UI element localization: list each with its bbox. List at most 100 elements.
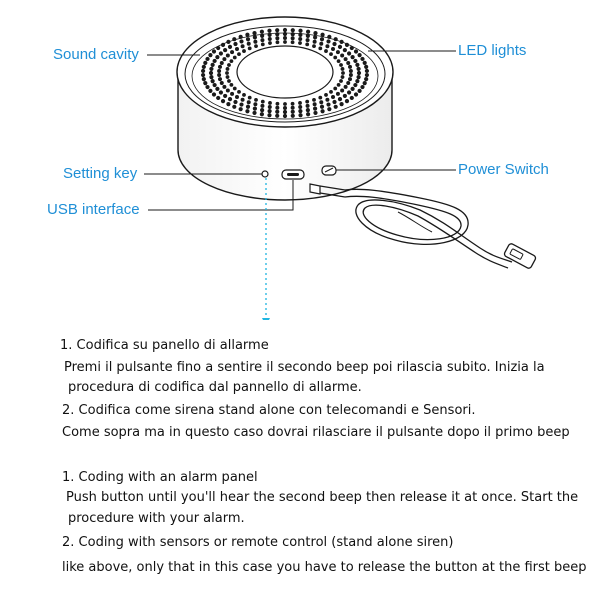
grille-hole	[247, 46, 252, 51]
grille-hole	[348, 64, 352, 69]
grille-hole	[319, 104, 325, 109]
grille-hole	[211, 49, 217, 54]
grille-hole	[342, 47, 347, 53]
grille-hole	[212, 58, 217, 64]
grille-hole	[226, 102, 231, 107]
grille-hole	[203, 81, 208, 86]
grille-hole	[290, 36, 295, 41]
grille-hole	[283, 40, 287, 44]
grille-hole	[356, 70, 362, 76]
grille-hole	[223, 47, 228, 53]
grille-hole	[267, 105, 272, 110]
grille-hole	[232, 55, 237, 60]
grille-hole	[360, 56, 365, 62]
grille-hole	[326, 39, 331, 44]
grille-hole	[245, 37, 251, 42]
grille-hole	[252, 30, 257, 36]
grille-hole	[268, 101, 272, 105]
grille-hole	[209, 66, 214, 72]
grille-hole	[212, 82, 217, 88]
grille-hole	[234, 46, 239, 51]
grille-hole	[329, 89, 333, 94]
grille-hole	[252, 106, 257, 111]
grille-hole	[340, 75, 345, 79]
grille-hole	[252, 110, 257, 116]
grille-hole	[333, 37, 338, 42]
leader-lines	[144, 50, 456, 211]
grille-hole	[218, 77, 222, 82]
grille-hole	[298, 32, 303, 37]
grille-hole	[339, 79, 343, 83]
grille-hole	[331, 46, 336, 51]
grille-hole	[232, 86, 237, 91]
grille-hole	[260, 33, 265, 39]
grille-hole	[319, 100, 324, 105]
grille-hole	[267, 28, 272, 33]
grille-hole	[339, 39, 344, 44]
grille-hole	[216, 45, 221, 51]
grille-hole	[227, 63, 231, 67]
grille-hole	[356, 74, 361, 80]
grille-hole	[353, 49, 359, 54]
grille-hole	[362, 81, 367, 86]
grille-hole	[320, 32, 325, 37]
grille-hole	[215, 86, 220, 91]
grille-hole	[355, 79, 360, 84]
grille-hole	[222, 84, 227, 89]
grille-hole	[355, 62, 360, 67]
grille-hole	[225, 53, 230, 58]
grille-hole	[275, 36, 280, 41]
grille-hole	[260, 42, 265, 47]
grille-hole	[324, 93, 328, 97]
grille-hole	[348, 73, 353, 78]
grille-hole	[283, 102, 287, 106]
grille-hole	[319, 41, 324, 46]
grille-hole	[364, 68, 370, 74]
grille-hole	[353, 92, 359, 97]
grille-hole	[200, 68, 206, 74]
grille-hole	[282, 109, 288, 115]
grille-hole	[319, 37, 325, 42]
grille-hole	[332, 99, 337, 105]
grille-hole	[290, 109, 295, 114]
grille-hole	[313, 106, 318, 111]
grille-hole	[340, 53, 345, 58]
grille-hole	[253, 39, 258, 44]
grille-hole	[364, 72, 370, 78]
grille-hole	[305, 99, 310, 104]
grille-hole	[203, 60, 208, 65]
grille-hole	[275, 32, 280, 37]
grille-hole	[344, 42, 350, 47]
grille-hole	[340, 67, 345, 71]
grille-hole	[210, 79, 215, 84]
led-lens	[236, 45, 334, 99]
grille-hole	[298, 41, 302, 45]
grille-hole	[234, 95, 239, 100]
grille-hole	[349, 95, 354, 101]
en-step1-title: 1. Coding with an alarm panel	[62, 470, 258, 485]
grille-hole	[227, 97, 233, 102]
grille-hole	[219, 60, 224, 65]
grille-hole	[239, 39, 244, 44]
grille-hole	[260, 38, 265, 43]
grille-hole	[306, 112, 311, 117]
grille-hole	[260, 103, 265, 108]
it-step1-line1: Premi il pulsante fino a sentire il seco…	[64, 360, 545, 375]
it-step2-line1: Come sopra ma in questo caso dovrai rila…	[62, 425, 570, 440]
grille-hole	[226, 39, 231, 44]
grille-hole	[346, 51, 352, 56]
grille-hole	[290, 105, 295, 110]
grille-hole	[290, 101, 295, 106]
grille-hole	[201, 64, 206, 69]
grille-hole	[357, 53, 362, 58]
grille-hole	[252, 35, 257, 40]
grille-hole	[360, 84, 365, 90]
grille-hole	[275, 105, 280, 110]
grille-hole	[364, 77, 369, 82]
grille-hole	[346, 81, 351, 86]
grille-hole	[205, 56, 210, 62]
grille-hole	[267, 109, 272, 114]
label-setting-key: Setting key	[63, 165, 138, 182]
grille-hole	[218, 90, 224, 95]
siren-device-diagram	[144, 16, 537, 320]
